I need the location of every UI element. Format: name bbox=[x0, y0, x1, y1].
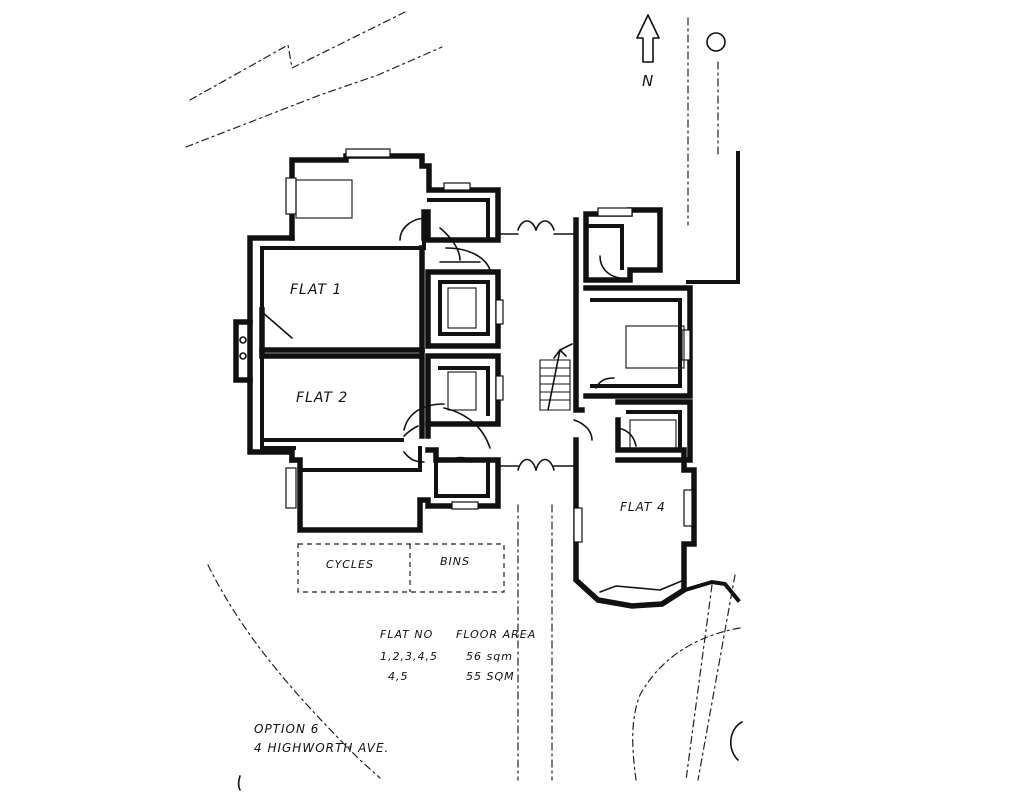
site-boundary-lines bbox=[185, 11, 743, 781]
west-block-windows bbox=[285, 148, 504, 510]
east-block-furniture bbox=[595, 255, 685, 593]
west-block-door-swings bbox=[261, 217, 491, 463]
flat-4-label: FLAT 4 bbox=[620, 500, 666, 514]
cycles-bins-store bbox=[297, 543, 505, 593]
bins-label: BINS bbox=[440, 555, 470, 568]
area-table-cell: 4,5 bbox=[388, 670, 409, 683]
option-address: 4 HIGHWORTH AVE. bbox=[254, 741, 389, 755]
north-label: N bbox=[642, 72, 654, 90]
flat-1-label: FLAT 1 bbox=[290, 282, 342, 298]
compass-circle bbox=[706, 32, 726, 52]
east-block-windows bbox=[573, 207, 693, 543]
area-table-cell: 56 sqm bbox=[466, 650, 513, 663]
area-table-header-flat: FLAT NO bbox=[380, 628, 433, 641]
area-table-header-area: FLOOR AREA bbox=[456, 628, 536, 641]
east-boundary-solid bbox=[682, 151, 741, 603]
west-block-walls bbox=[233, 153, 501, 533]
cycles-label: CYCLES bbox=[326, 558, 374, 571]
floor-area-table: FLAT NO FLOOR AREA 1,2,3,4,5 56 sqm 4,5 … bbox=[380, 628, 536, 683]
west-block-furniture bbox=[239, 179, 477, 411]
central-access-core bbox=[497, 220, 593, 471]
east-block-walls bbox=[573, 207, 697, 609]
flat-2-label: FLAT 2 bbox=[296, 390, 348, 406]
area-table-cell: 1,2,3,4,5 bbox=[380, 650, 438, 663]
area-table-cell: 55 SQM bbox=[466, 670, 515, 683]
north-arrow-icon bbox=[636, 14, 660, 63]
option-title: OPTION 6 bbox=[254, 722, 319, 736]
pen-mark bbox=[237, 775, 241, 791]
